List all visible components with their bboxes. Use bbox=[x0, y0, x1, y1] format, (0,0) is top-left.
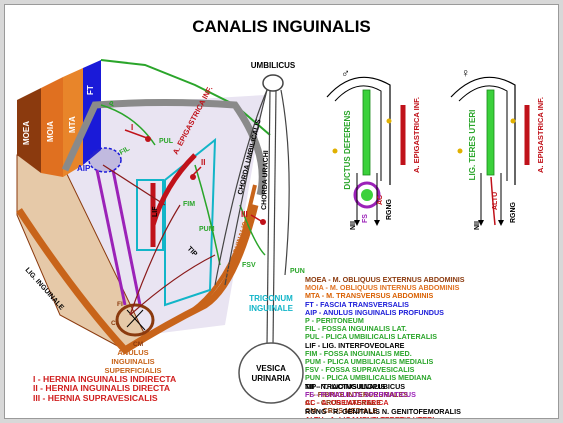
hernia-II-numeral: II bbox=[201, 158, 205, 167]
female-epigastric-label: A. EPIGASTRICA INF. bbox=[536, 97, 545, 173]
aip-ring bbox=[89, 148, 121, 172]
anulus-label-2: INGUINALIS bbox=[111, 357, 154, 366]
pun-label: PUN bbox=[290, 268, 305, 275]
trigonum-label-2: INGUINALE bbox=[249, 304, 294, 313]
legend-entry: ALTU - A. LIGAMENTI TERETIS UTERI bbox=[305, 416, 555, 419]
moia-label: MOIA bbox=[46, 121, 55, 142]
hernia-III-numeral: III bbox=[241, 210, 248, 219]
pum-label: PUM bbox=[199, 226, 215, 233]
female-rgng-label: RGNG bbox=[510, 201, 517, 223]
fsv-label: FSV bbox=[242, 262, 256, 269]
hernia-I-marker bbox=[145, 136, 151, 142]
lig-teres-label: LIG. TERES UTERI bbox=[468, 110, 477, 181]
male-marker-dot bbox=[333, 149, 338, 154]
female-symbol: ♀ bbox=[461, 66, 470, 80]
hernia-III-marker bbox=[260, 219, 266, 225]
male-rgng-label: RGNG bbox=[386, 198, 393, 220]
funiculus-core bbox=[361, 189, 373, 201]
female-marker-dot bbox=[458, 149, 463, 154]
female-canal-inner bbox=[459, 86, 507, 181]
male-symbol: ♂ bbox=[341, 66, 350, 80]
main-diagram: MOEA MOIA MTA FT P AIP FIL PUL FIM PUM F… bbox=[17, 60, 305, 403]
mta-label: MTA bbox=[68, 116, 77, 133]
umbilicus-shape bbox=[263, 75, 283, 91]
female-canal-outline bbox=[451, 77, 515, 185]
lig-teres-bar bbox=[487, 90, 494, 175]
ductus-deferens-bar bbox=[363, 90, 370, 175]
female-altu-label: ALTU bbox=[492, 192, 499, 210]
male-fs-label: FS bbox=[362, 214, 369, 223]
male-canal-inner bbox=[335, 86, 381, 181]
anulus-label-1: ANULUS bbox=[117, 348, 148, 357]
cm-label: CM bbox=[133, 341, 143, 348]
male-diagram: ♂ DUCTUS DEFERENS A. EPIGASTRICA INF. NI… bbox=[327, 66, 421, 230]
chorda-umbilicalis-line bbox=[281, 90, 289, 275]
umbilicus-label: UMBILICUS bbox=[251, 61, 296, 70]
figure-frame: CANALIS INGUINALIS bbox=[4, 4, 559, 419]
male-ac-label: AC bbox=[377, 195, 384, 205]
female-nii-label: NII bbox=[474, 221, 481, 230]
male-epigastric-label: A. EPIGASTRICA INF. bbox=[412, 97, 421, 173]
pul-label: PUL bbox=[159, 138, 174, 145]
hernia-list: I - HERNIA INGUINALIS INDIRECTA II - HER… bbox=[33, 375, 273, 403]
ductus-deferens-label: DUCTUS DEFERENS bbox=[343, 110, 352, 190]
ft-label: FT bbox=[86, 85, 95, 95]
hernia-II-marker bbox=[190, 174, 196, 180]
cl-label: CL bbox=[111, 320, 120, 327]
aip-label: AIP bbox=[77, 164, 91, 173]
lif-label: LIF bbox=[152, 206, 159, 217]
hernia-I-numeral: I bbox=[131, 123, 133, 132]
fi-label: FI bbox=[117, 301, 123, 308]
female-diagram: ♀ LIG. TERES UTERI A. EPIGASTRICA INF. N… bbox=[451, 66, 545, 230]
trigonum-label-1: TRIGONUM bbox=[249, 294, 293, 303]
lif-box bbox=[137, 180, 163, 250]
female-marker-dot bbox=[511, 119, 516, 124]
fim-label: FIM bbox=[183, 201, 195, 208]
moea-label: MOEA bbox=[22, 121, 31, 145]
vesica-label-1: VESICA bbox=[256, 364, 286, 373]
male-marker-dot bbox=[387, 119, 392, 124]
hernia-item: III - HERNIA SUPRAVESICALIS bbox=[33, 394, 273, 403]
male-nii-label: NII bbox=[350, 221, 357, 230]
